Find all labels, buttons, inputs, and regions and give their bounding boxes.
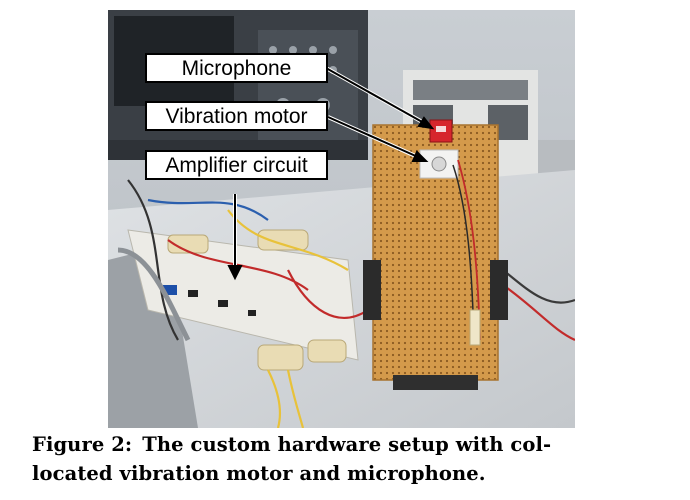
vibration-motor-callout-label: Vibration motor	[165, 104, 308, 128]
caption-text-1: The custom hardware setup with col-	[142, 433, 552, 456]
vibration-motor-callout: Vibration motor	[145, 101, 328, 131]
figure-label: Figure 2:	[32, 433, 133, 456]
caption-line-1: Figure 2: The custom hardware setup with …	[32, 430, 662, 459]
microphone-callout-label: Microphone	[181, 56, 292, 80]
caption-line-2: located vibration motor and microphone.	[32, 462, 486, 485]
amplifier-circuit-callout-label: Amplifier circuit	[165, 153, 308, 177]
amplifier-circuit-callout: Amplifier circuit	[145, 150, 328, 180]
microphone-callout: Microphone	[145, 53, 328, 83]
figure-caption: Figure 2: The custom hardware setup with …	[32, 430, 662, 488]
